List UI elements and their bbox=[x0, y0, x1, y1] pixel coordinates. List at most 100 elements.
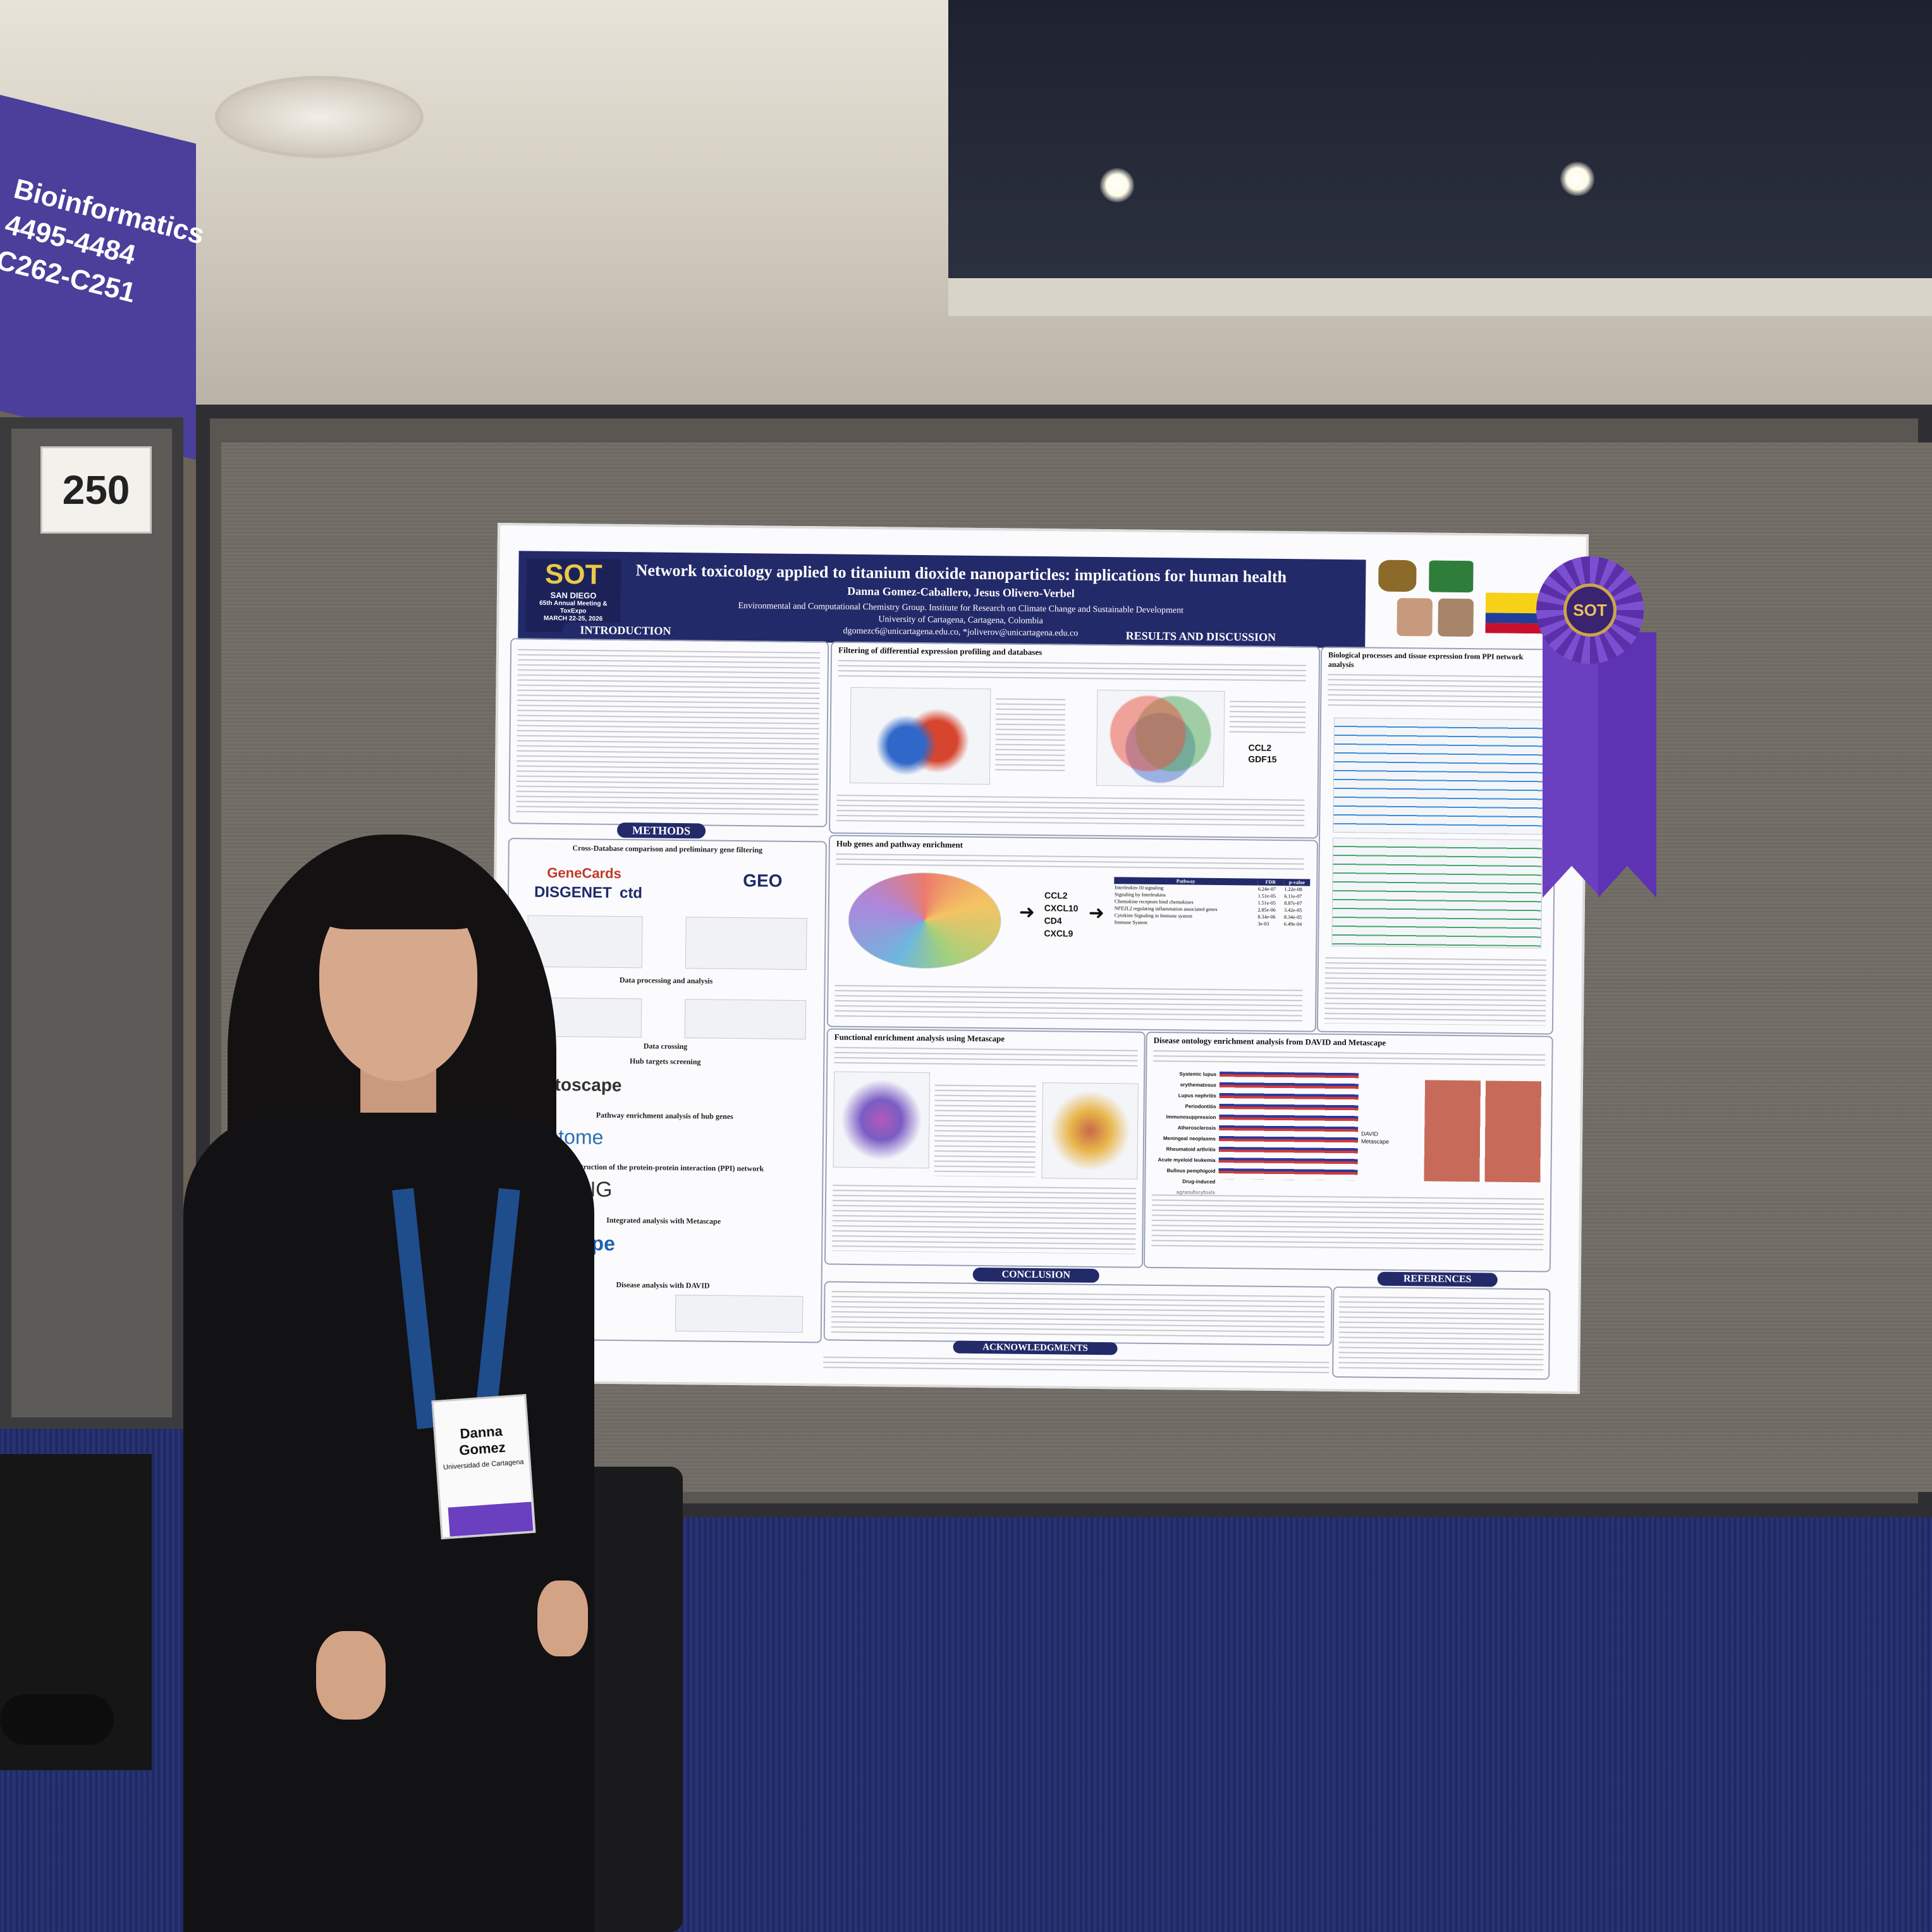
colombia-flag-icon bbox=[1485, 592, 1547, 634]
gene-list: CCL2 GDF15 bbox=[1248, 742, 1276, 764]
table-header: FDR bbox=[1265, 879, 1276, 885]
research-group-logo bbox=[1429, 560, 1474, 593]
author-photo bbox=[1397, 597, 1433, 637]
venn-diagram-figure bbox=[1096, 689, 1225, 788]
tissue-expression-chart bbox=[1331, 837, 1543, 949]
neighbor-booth-panel bbox=[0, 417, 183, 1429]
references-text bbox=[1338, 1293, 1544, 1374]
network-figure-b bbox=[1041, 1082, 1139, 1180]
author-photo bbox=[1438, 598, 1474, 637]
table-cell: 6.11e-07 bbox=[1284, 893, 1302, 900]
legend-item: Metascape bbox=[1360, 1138, 1390, 1145]
network-legend bbox=[934, 1081, 1036, 1177]
figure-caption bbox=[995, 695, 1066, 772]
disease-bar-chart bbox=[1218, 1072, 1359, 1181]
metascape-box: Functional enrichment analysis using Met… bbox=[824, 1028, 1146, 1268]
conclusion-heading: CONCLUSION bbox=[972, 1267, 1099, 1283]
results-text bbox=[835, 981, 1303, 1022]
results-filtering-box: Filtering of differential expression pro… bbox=[829, 641, 1321, 839]
logo-city: SAN DIEGO bbox=[550, 590, 597, 601]
results-text bbox=[836, 791, 1305, 828]
booth-number-card: 250 bbox=[40, 446, 152, 534]
ctd-logo: ctd bbox=[619, 884, 643, 902]
table-cell: 2.85e-06 bbox=[1257, 907, 1276, 913]
table-cell: Immune System bbox=[1114, 919, 1147, 926]
university-seal-logo bbox=[1378, 559, 1417, 592]
conclusion-box bbox=[823, 1281, 1333, 1346]
disease-term-list: Systemic lupus erythematosus Lupus nephr… bbox=[1152, 1068, 1216, 1198]
table-cell: 8.87e-07 bbox=[1284, 900, 1302, 907]
results-subheading: Biological processes and tissue expressi… bbox=[1328, 650, 1524, 669]
gene-label: CCL2 bbox=[1044, 890, 1068, 901]
results-subheading: Hub genes and pathway enrichment bbox=[836, 838, 963, 850]
method-criteria-box bbox=[685, 917, 807, 970]
methods-step: Cross-Database comparison and preliminar… bbox=[572, 843, 763, 855]
methods-step: Pathway enrichment analysis of hub genes bbox=[596, 1110, 733, 1121]
results-text bbox=[832, 1181, 1137, 1254]
acknowledgments-heading: ACKNOWLEDGMENTS bbox=[953, 1340, 1118, 1355]
methods-step: Hub targets screening bbox=[629, 1056, 701, 1067]
results-text bbox=[1153, 1046, 1546, 1067]
method-criteria-box bbox=[675, 1295, 804, 1333]
geo-logo: GEO bbox=[743, 871, 783, 891]
results-text bbox=[838, 656, 1306, 683]
disease-term: Bullous pemphigoid bbox=[1166, 1168, 1216, 1174]
bio-process-box: Biological processes and tissue expressi… bbox=[1316, 646, 1558, 1035]
go-enrichment-chart bbox=[1333, 717, 1544, 835]
volcano-plot-figure bbox=[849, 687, 991, 785]
methods-heading: METHODS bbox=[616, 822, 706, 839]
results-subheading: Functional enrichment analysis using Met… bbox=[834, 1032, 1005, 1044]
ceiling-light bbox=[1100, 168, 1134, 202]
logo-meeting: 65th Annual Meeting & ToxExpo bbox=[539, 599, 608, 615]
table-cell: 1.22e-08 bbox=[1284, 886, 1302, 893]
ceiling-vent bbox=[215, 76, 424, 158]
multi-venn-figure bbox=[847, 871, 1002, 970]
research-poster: SOT SAN DIEGO 65th Annual Meeting & ToxE… bbox=[488, 523, 1589, 1394]
legend-item: DAVID bbox=[1361, 1130, 1379, 1137]
results-text bbox=[1151, 1190, 1544, 1252]
ribbon-tail bbox=[1543, 632, 1601, 898]
references-heading: REFERENCES bbox=[1377, 1271, 1498, 1287]
arrow-icon: ➜ bbox=[1018, 902, 1036, 923]
network-figure-a bbox=[833, 1071, 931, 1169]
ceiling-truss-area bbox=[948, 0, 1932, 297]
genecards-logo: GeneCards bbox=[547, 864, 621, 882]
conclusion-text bbox=[831, 1287, 1325, 1340]
disease-term: Meningeal neoplasms bbox=[1163, 1135, 1216, 1142]
references-box bbox=[1332, 1286, 1551, 1380]
results-text bbox=[834, 1043, 1138, 1068]
methods-step: Data crossing bbox=[643, 1041, 688, 1051]
pathway-table: Pathway FDR p-value Interleukin-10 signa… bbox=[1114, 877, 1311, 927]
gene-label: GDF15 bbox=[1248, 754, 1277, 764]
disease-term: Rheumatoid arthritis bbox=[1166, 1146, 1216, 1152]
disease-image-grid bbox=[1424, 1080, 1546, 1183]
methods-step: Data processing and analysis bbox=[619, 975, 713, 986]
presenter-bangs bbox=[316, 860, 487, 929]
results-text bbox=[836, 850, 1304, 871]
gene-label: CD4 bbox=[1044, 915, 1062, 926]
gene-label: CXCL9 bbox=[1044, 928, 1073, 939]
gene-label: CCL2 bbox=[1248, 742, 1272, 753]
results-subheading: Disease ontology enrichment analysis fro… bbox=[1153, 1035, 1386, 1048]
figure-caption bbox=[1229, 697, 1306, 737]
badge-purple-ribbon bbox=[448, 1501, 534, 1537]
arrow-icon: ➜ bbox=[1088, 902, 1105, 924]
hub-genes-box: Hub genes and pathway enrichment ➜ CCL2 … bbox=[826, 835, 1318, 1032]
ribbon-tail bbox=[1598, 632, 1656, 898]
disease-box: Disease ontology enrichment analysis fro… bbox=[1143, 1031, 1553, 1273]
ceiling-light bbox=[1560, 162, 1594, 196]
table-cell: 8.34e-05 bbox=[1284, 914, 1302, 920]
introduction-text bbox=[516, 645, 821, 819]
disease-term: Atherosclerosis bbox=[1177, 1125, 1216, 1131]
results-text bbox=[1324, 953, 1547, 1026]
gene-label: CXCL10 bbox=[1044, 903, 1079, 914]
table-cell: 8.34e-06 bbox=[1257, 914, 1276, 920]
disease-term: Immunosuppression bbox=[1166, 1114, 1216, 1120]
presenter-hand bbox=[537, 1580, 588, 1656]
presenter-hand bbox=[316, 1631, 386, 1720]
disease-term: Lupus nephritis bbox=[1178, 1092, 1216, 1099]
results-heading: RESULTS AND DISCUSSION bbox=[1093, 627, 1309, 645]
table-cell: 6.24e-07 bbox=[1257, 886, 1276, 892]
bystander-shoe bbox=[0, 1694, 114, 1745]
disease-term: Acute myeloid leukemia bbox=[1158, 1156, 1216, 1163]
